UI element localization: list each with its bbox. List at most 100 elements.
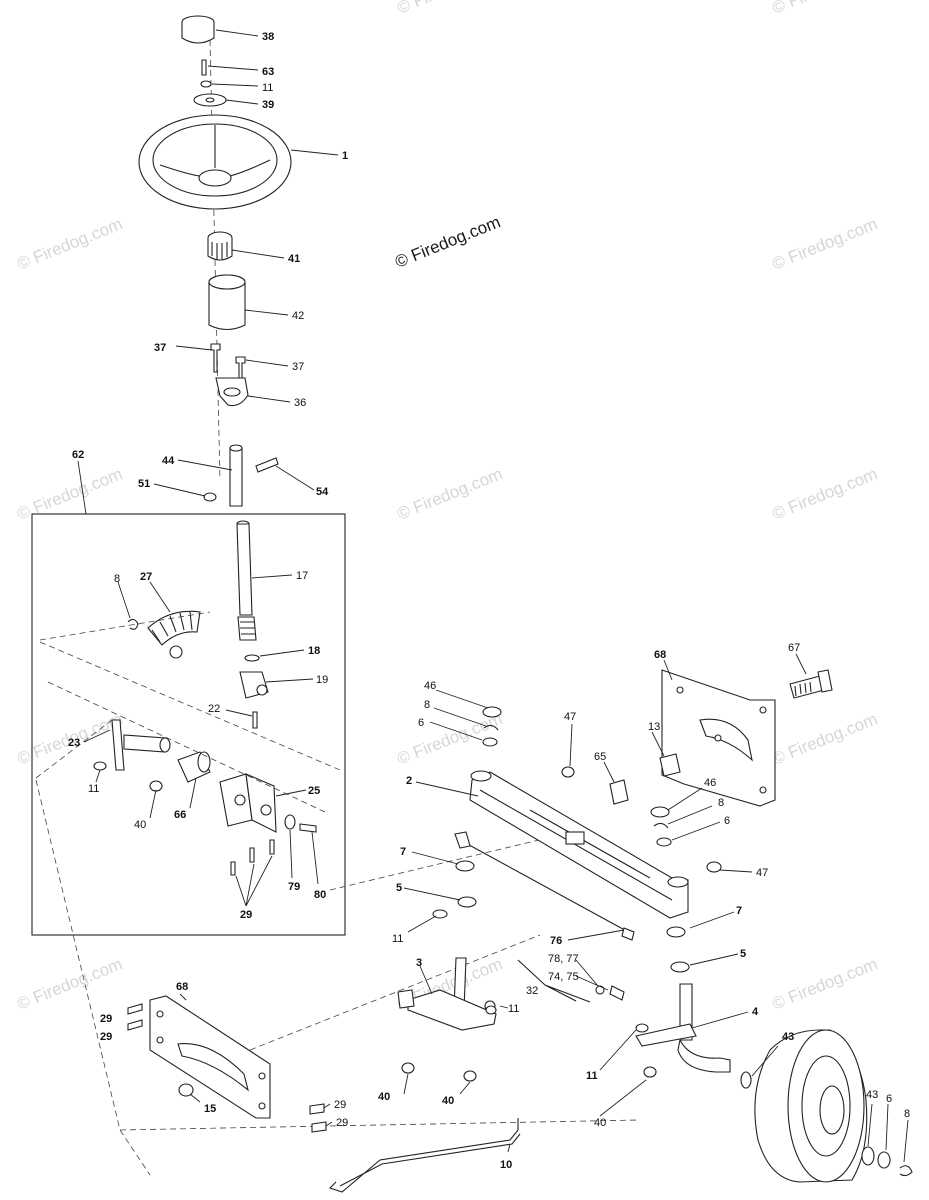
part-nut [203, 492, 217, 502]
label-27: 27 [140, 571, 152, 583]
part-upper-shaft [229, 444, 243, 507]
part-screw [127, 1019, 143, 1031]
label-10: 10 [500, 1159, 512, 1171]
label-6: 6 [724, 815, 730, 827]
watermark: © Firedog.com [14, 464, 125, 523]
label-7: 7 [400, 846, 406, 858]
label-63: 63 [262, 66, 274, 78]
watermark: © Firedog.com [394, 464, 505, 523]
label-17: 17 [296, 570, 308, 582]
label-6: 6 [418, 717, 424, 729]
label-67: 67 [788, 642, 800, 654]
label-3: 3 [416, 957, 422, 969]
part-column-bracket [215, 377, 249, 407]
label-6: 6 [886, 1093, 892, 1105]
label-36: 36 [294, 397, 306, 409]
part-nut [463, 1070, 477, 1082]
part-adapter [207, 231, 233, 261]
part-nut [149, 780, 163, 792]
label-11: 11 [392, 933, 403, 945]
part-nut [401, 1062, 415, 1074]
part-left-spindle [397, 957, 497, 1031]
part-washer [670, 961, 690, 973]
part-washer [432, 909, 448, 919]
part-washer [244, 654, 260, 662]
label-29: 29 [100, 1013, 112, 1025]
label-74-75: 74, 75 [548, 971, 579, 983]
part-washer [457, 896, 477, 908]
part-screw [252, 711, 258, 729]
watermark: © Firedog.com [14, 214, 125, 273]
part-washer [635, 1023, 649, 1033]
watermark: © Firedog.com [769, 954, 880, 1013]
label-46: 46 [704, 777, 716, 789]
label-8: 8 [718, 797, 724, 809]
label-79: 79 [288, 881, 300, 893]
leader-lines [83, 29, 909, 1163]
label-5: 5 [396, 882, 402, 894]
label-47: 47 [564, 711, 576, 723]
part-washer [666, 926, 686, 938]
watermark: © Firedog.com [769, 464, 880, 523]
part-tie-rod [339, 1133, 521, 1187]
label-40: 40 [134, 819, 146, 831]
part-washer [482, 737, 498, 747]
part-nut [93, 761, 107, 771]
label-76: 76 [550, 935, 562, 947]
part-sleeve [208, 274, 246, 331]
watermark: © Firedog.com [769, 214, 880, 273]
label-8: 8 [424, 699, 430, 711]
label-38: 38 [262, 31, 274, 43]
watermark-main: © Firedog.com [392, 212, 503, 271]
part-lockwasher [200, 80, 212, 88]
label-8: 8 [114, 573, 120, 585]
label-62: 62 [72, 449, 84, 461]
part-bolt [210, 343, 221, 373]
part-bolt [299, 823, 317, 833]
part-front-tire [754, 1029, 868, 1183]
part-washer [193, 93, 227, 107]
label-43: 43 [782, 1031, 794, 1043]
part-dust-cap [482, 706, 502, 718]
label-18: 18 [308, 645, 320, 657]
part-screw [269, 839, 275, 855]
label-11: 11 [262, 82, 273, 94]
label-2: 2 [406, 775, 412, 787]
part-drag-link [459, 839, 633, 935]
label-8: 8 [904, 1108, 910, 1120]
label-5: 5 [740, 948, 746, 960]
label-40: 40 [594, 1117, 606, 1129]
part-nut [178, 1083, 194, 1097]
part-front-axle [469, 770, 689, 919]
part-spring-bolt [789, 669, 833, 699]
label-40: 40 [378, 1091, 390, 1103]
part-cap [181, 15, 215, 44]
label-40: 40 [442, 1095, 454, 1107]
watermark: © Firedog.com [769, 709, 880, 768]
part-fitting [706, 861, 722, 873]
assembly-box [31, 513, 346, 936]
part-labels: 38 63 11 39 1 41 42 37 37 36 62 44 51 54… [68, 31, 910, 1171]
part-spacer [609, 779, 629, 805]
assembly-line [35, 779, 641, 1176]
label-41: 41 [288, 253, 300, 265]
label-4: 4 [752, 1006, 759, 1018]
part-fitting [561, 766, 575, 778]
part-bolt [201, 59, 207, 76]
part-steering-bracket [219, 773, 277, 833]
part-bolt [609, 985, 625, 1001]
label-68: 68 [654, 649, 666, 661]
part-right-spindle [635, 983, 731, 1073]
label-11: 11 [88, 783, 99, 795]
label-29: 29 [336, 1117, 348, 1129]
part-screw [311, 1121, 327, 1133]
assembly-line [35, 611, 341, 813]
label-54: 54 [316, 486, 329, 498]
leader-line [77, 460, 87, 515]
part-rod-end [621, 927, 635, 941]
label-44: 44 [162, 455, 175, 467]
label-46: 46 [424, 680, 436, 692]
part-screw [249, 847, 255, 863]
part-frame-bracket [149, 995, 271, 1119]
label-29: 29 [334, 1099, 346, 1111]
